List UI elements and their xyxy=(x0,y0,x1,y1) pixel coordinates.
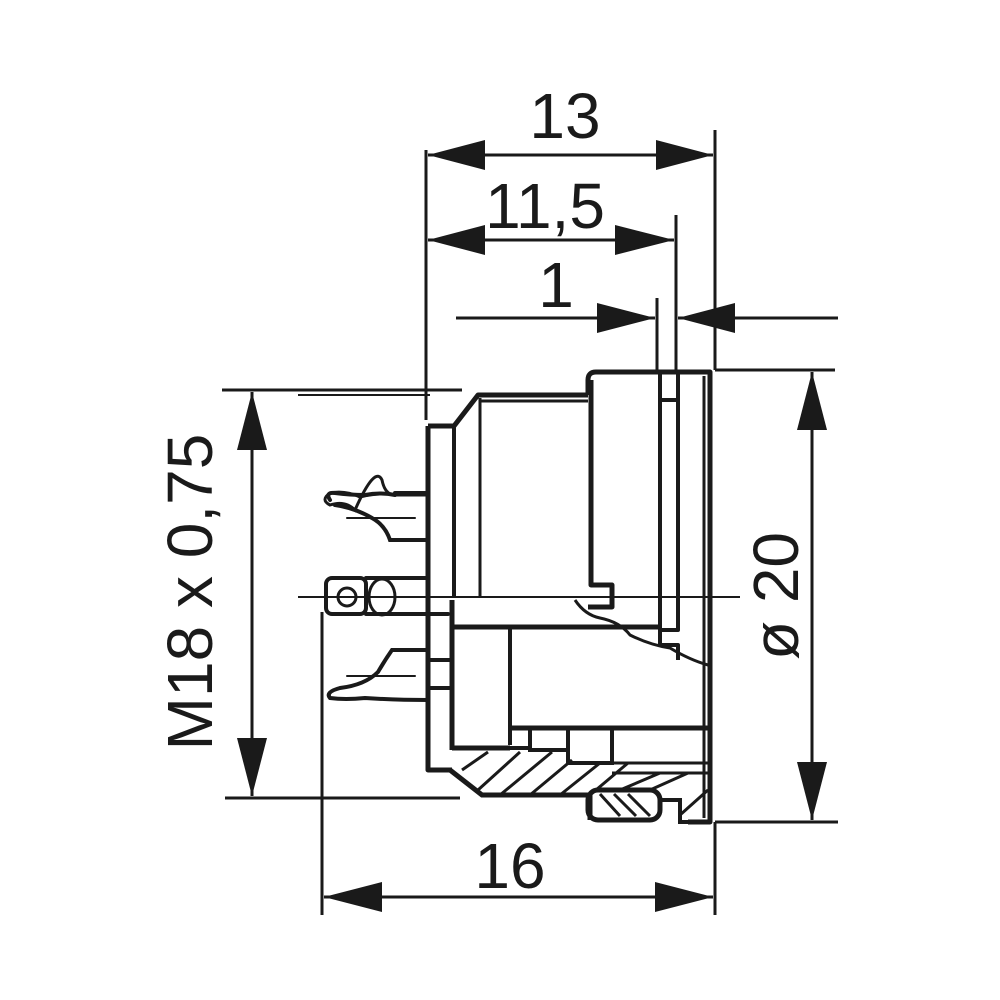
section-hatch xyxy=(428,728,710,824)
dimension-thread: M18 x 0,75 xyxy=(154,392,267,796)
dimension-1: 1 xyxy=(456,249,838,333)
dimension-16: 16 xyxy=(324,830,713,912)
dimension-label-diameter: ø 20 xyxy=(740,532,812,660)
dimension-label-16: 16 xyxy=(474,830,545,902)
connector-body xyxy=(425,369,713,825)
dimension-label-thread: M18 x 0,75 xyxy=(154,434,226,751)
dimension-11-5: 11,5 xyxy=(428,170,674,255)
dimension-diameter: ø 20 xyxy=(740,372,827,820)
extension-lines xyxy=(222,130,838,915)
solder-pins xyxy=(323,474,454,702)
dimension-label-1: 1 xyxy=(538,249,574,321)
dimension-label-11-5: 11,5 xyxy=(485,170,605,242)
dimension-13: 13 xyxy=(428,80,713,170)
dimension-label-13: 13 xyxy=(529,80,600,152)
